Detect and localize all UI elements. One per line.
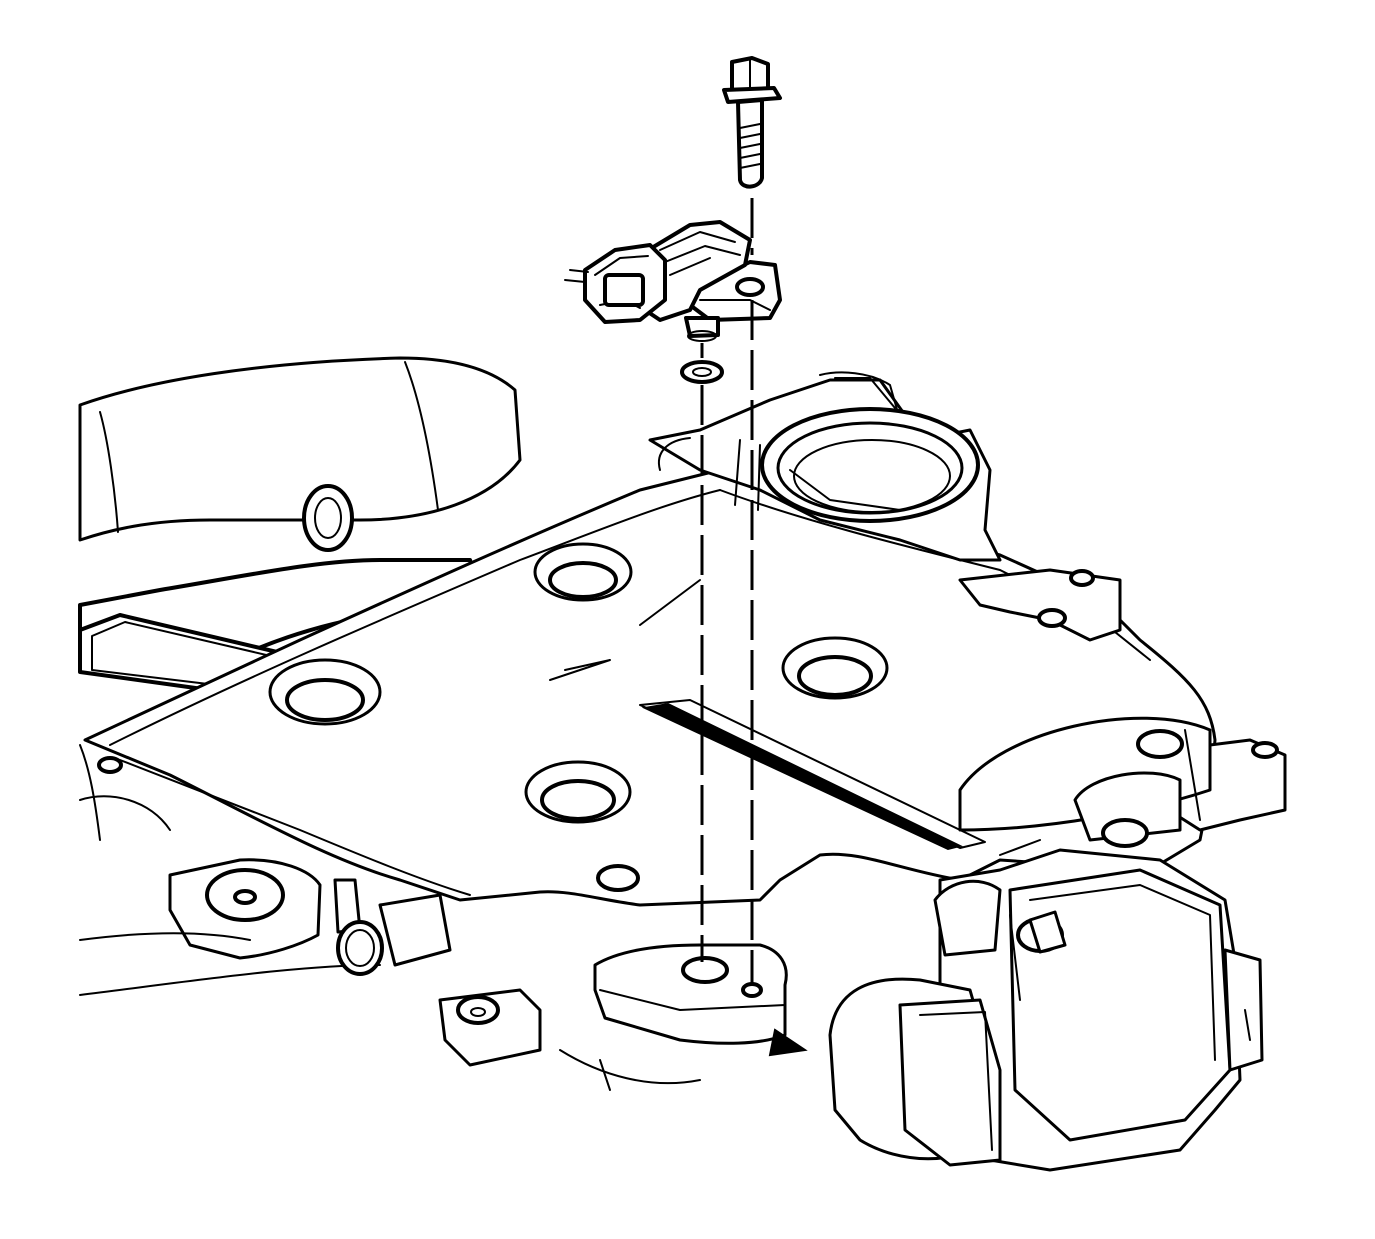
manifold-throttle-neck — [648, 371, 1002, 562]
sensor-mounting-pad — [559, 943, 808, 1091]
sensor — [564, 220, 782, 342]
manifold-right-flange — [958, 568, 1287, 856]
intake-manifold — [78, 356, 1287, 1091]
manifold-main-body — [83, 468, 1217, 907]
o-ring-seal — [680, 360, 724, 384]
throttle-body — [828, 848, 1264, 1172]
bolt — [722, 56, 782, 189]
manifold-lower-left-fittings — [79, 744, 542, 1067]
manifold-upper-left-runner — [78, 356, 522, 552]
